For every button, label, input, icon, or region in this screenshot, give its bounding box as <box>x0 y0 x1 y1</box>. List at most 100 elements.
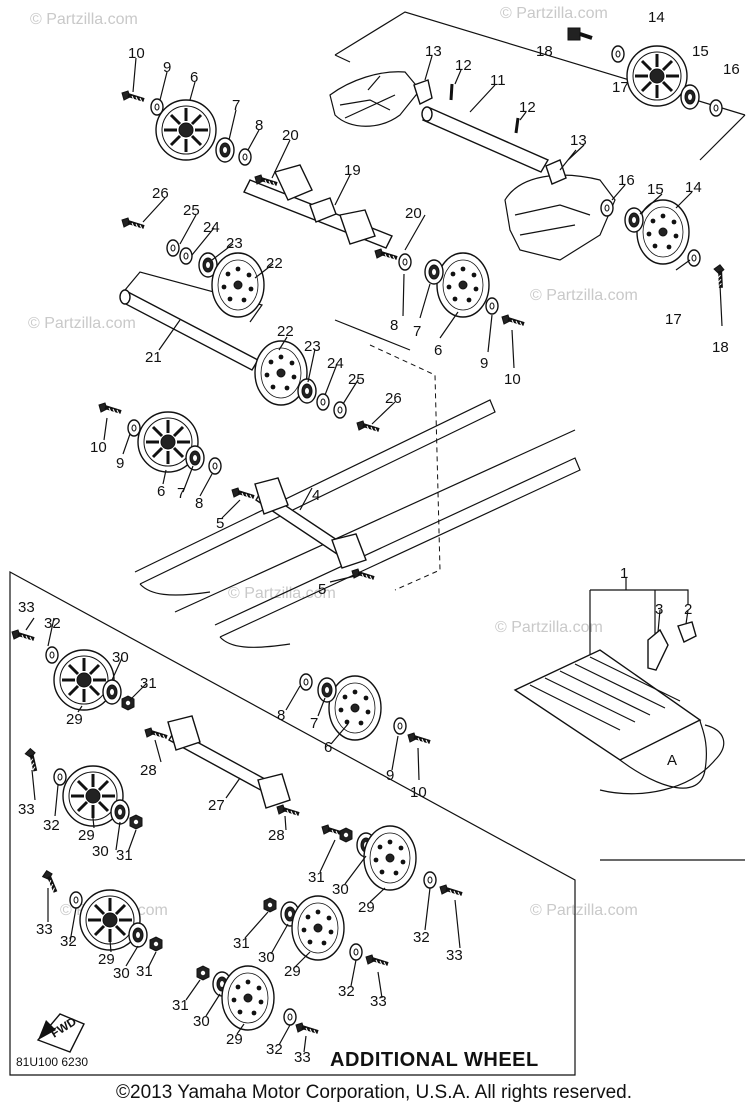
callout-31: 31 <box>308 869 325 886</box>
track-marker: A <box>667 752 677 769</box>
shaft-21 <box>119 289 259 371</box>
callout-7: 7 <box>413 323 421 340</box>
copyright-text: ©2013 Yamaha Motor Corporation, U.S.A. A… <box>116 1082 632 1103</box>
washer-32 <box>423 871 437 889</box>
callouts: 10 9 6 7 8 20 19 13 12 11 12 13 18 14 15… <box>18 9 740 1066</box>
bearing-7 <box>185 445 205 471</box>
callout-8: 8 <box>390 317 398 334</box>
callout-10: 10 <box>128 45 145 62</box>
callout-11: 11 <box>490 72 506 89</box>
bearing-30 <box>102 679 122 705</box>
wheel-29 <box>291 895 345 961</box>
callout-32: 32 <box>60 933 77 950</box>
callout-30: 30 <box>113 965 130 982</box>
callout-19: 19 <box>344 162 361 179</box>
callout-33: 33 <box>294 1049 311 1066</box>
washer-9 <box>393 717 407 735</box>
bolt-10 <box>500 313 526 328</box>
callout-30: 30 <box>332 881 349 898</box>
watermark-text: © Partzilla.com <box>530 902 638 919</box>
callout-32: 32 <box>413 929 430 946</box>
callout-4: 4 <box>312 487 320 504</box>
washer-9 <box>127 419 141 437</box>
bolt-28 <box>143 726 169 741</box>
callout-6: 6 <box>434 342 442 359</box>
bolt-5 <box>230 486 256 501</box>
callout-7: 7 <box>177 485 185 502</box>
callout-26: 26 <box>152 185 169 202</box>
slide-rails <box>134 399 581 648</box>
washer-9 <box>150 98 164 116</box>
watermark-text: © Partzilla.com <box>28 315 136 332</box>
callout-31: 31 <box>233 935 250 952</box>
callout-14: 14 <box>648 9 665 26</box>
nut-31 <box>263 897 277 913</box>
callout-30: 30 <box>92 843 109 860</box>
callout-33: 33 <box>18 801 35 818</box>
callout-25: 25 <box>183 202 200 219</box>
callout-8: 8 <box>277 707 285 724</box>
callout-33: 33 <box>446 947 463 964</box>
callout-16: 16 <box>618 172 635 189</box>
wheel-29 <box>52 648 116 712</box>
bearing-30 <box>110 799 130 825</box>
bearing-7 <box>317 677 337 703</box>
circlip-25 <box>333 401 347 419</box>
callout-32: 32 <box>44 615 61 632</box>
callout-5: 5 <box>318 581 326 598</box>
washer-9 <box>485 297 499 315</box>
washer-24 <box>316 393 330 411</box>
pin-12 <box>449 83 520 134</box>
bolt-18 <box>709 262 732 291</box>
callout-2: 2 <box>684 601 692 618</box>
nut-31 <box>339 827 353 843</box>
callout-6: 6 <box>324 739 332 756</box>
callout-31: 31 <box>140 675 157 692</box>
callout-12: 12 <box>519 99 536 116</box>
callout-30: 30 <box>193 1013 210 1030</box>
callout-28: 28 <box>140 762 157 779</box>
bolt-33 <box>294 1021 320 1036</box>
shaft-11 <box>421 106 549 173</box>
callout-9: 9 <box>480 355 488 372</box>
bolt-28 <box>275 803 301 818</box>
callout-17: 17 <box>612 79 629 96</box>
callout-3: 3 <box>655 601 663 618</box>
callout-20: 20 <box>282 127 299 144</box>
bolt-10 <box>97 401 123 416</box>
circlip-25 <box>166 239 180 257</box>
callout-9: 9 <box>386 767 394 784</box>
bolt-18 <box>567 27 593 41</box>
callout-9: 9 <box>163 59 171 76</box>
callout-24: 24 <box>203 219 220 236</box>
bearing-15 <box>680 84 700 110</box>
callout-14: 14 <box>685 179 702 196</box>
fwd-arrow-icon <box>36 1013 85 1053</box>
box-title: ADDITIONAL WHEEL <box>330 1049 539 1071</box>
callout-10: 10 <box>90 439 107 456</box>
wheel-6 <box>328 675 382 741</box>
callout-15: 15 <box>647 181 664 198</box>
callout-32: 32 <box>43 817 60 834</box>
nut-31 <box>129 814 143 830</box>
callout-22: 22 <box>277 323 294 340</box>
callout-29: 29 <box>226 1031 243 1048</box>
callout-8: 8 <box>255 117 263 134</box>
washer-8 <box>208 457 222 475</box>
bolt-33 <box>20 745 46 775</box>
rear-arm-assembly <box>329 71 616 261</box>
callout-33: 33 <box>18 599 35 616</box>
wheel-6 <box>436 252 490 318</box>
wheel-29 <box>363 825 417 891</box>
washer-8 <box>238 148 252 166</box>
callout-30: 30 <box>258 949 275 966</box>
bolt-33 <box>438 883 464 898</box>
callout-15: 15 <box>692 43 709 60</box>
washer-16 <box>600 199 614 217</box>
wheel-6 <box>154 98 218 162</box>
callout-18: 18 <box>536 43 553 60</box>
callout-24: 24 <box>327 355 344 372</box>
bolt-26 <box>355 419 381 434</box>
callout-29: 29 <box>78 827 95 844</box>
